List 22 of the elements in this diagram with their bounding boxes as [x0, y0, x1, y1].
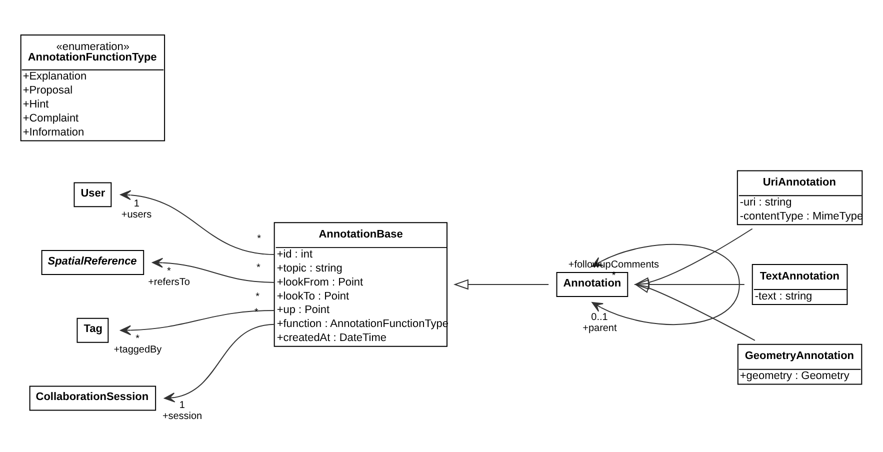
label: *	[136, 332, 140, 344]
label: +taggedBy	[114, 344, 162, 355]
label: *	[254, 306, 258, 318]
label: *	[256, 290, 260, 302]
arrow	[120, 309, 276, 335]
label: +parent	[582, 322, 617, 334]
arrow	[120, 190, 276, 255]
arrow	[453, 278, 550, 290]
arrow	[164, 323, 276, 402]
label: *	[257, 233, 262, 244]
arrow	[152, 257, 276, 282]
label: +users	[121, 208, 152, 220]
label: 1	[179, 400, 185, 411]
label: 0..1	[591, 312, 608, 323]
arrow	[634, 228, 753, 288]
label: *	[167, 266, 171, 277]
label: *	[256, 262, 260, 273]
label: +session	[162, 410, 202, 422]
label: 1	[134, 198, 140, 209]
arrow	[634, 282, 756, 340]
arrow	[634, 278, 745, 290]
label: +refersTo	[148, 276, 190, 288]
